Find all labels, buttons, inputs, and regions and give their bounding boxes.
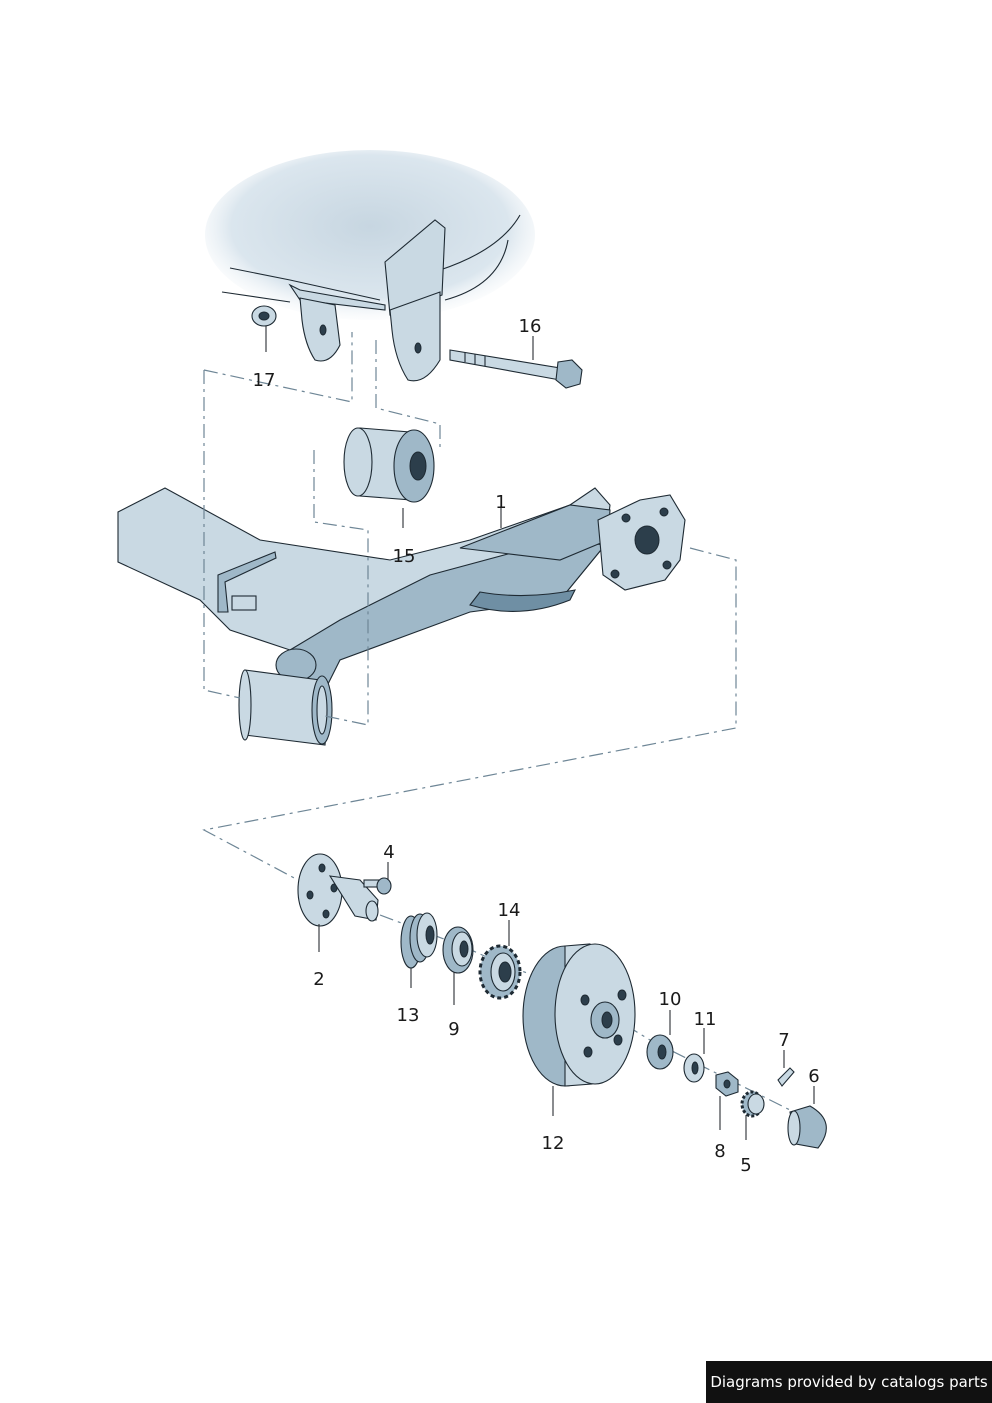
stub-axle-2[interactable] (297, 853, 379, 927)
callout-11[interactable]: 11 (694, 1009, 717, 1030)
callout-6[interactable]: 6 (808, 1066, 819, 1087)
callout-16[interactable]: 16 (519, 316, 542, 337)
split-pin-7[interactable] (777, 1067, 795, 1087)
attribution-footer: Diagrams provided by catalogs parts (706, 1361, 992, 1403)
rear-axle-beam-1[interactable] (117, 487, 686, 746)
hex-bolt-16[interactable] (449, 349, 583, 389)
hex-nut-8[interactable] (715, 1071, 739, 1097)
hex-nut-17[interactable] (251, 305, 277, 327)
grease-cap-6[interactable] (787, 1105, 827, 1149)
callout-1[interactable]: 1 (495, 492, 506, 513)
sensor-ring-14[interactable] (478, 944, 522, 1000)
lock-cap-5[interactable] (740, 1090, 765, 1118)
callout-2[interactable]: 2 (313, 969, 324, 990)
callout-14[interactable]: 14 (498, 900, 521, 921)
callout-12[interactable]: 12 (542, 1133, 565, 1154)
thrust-washer-11[interactable] (683, 1053, 705, 1083)
callout-8[interactable]: 8 (714, 1141, 725, 1162)
bearing-9[interactable] (442, 926, 474, 974)
callout-15[interactable]: 15 (393, 546, 416, 567)
callout-5[interactable]: 5 (740, 1155, 751, 1176)
body-mounting-bracket (205, 150, 535, 382)
callout-10[interactable]: 10 (659, 989, 682, 1010)
assembly-lines (202, 332, 791, 1111)
callout-4[interactable]: 4 (383, 842, 394, 863)
brake-drum-12[interactable] (522, 943, 636, 1087)
bearing-10[interactable] (646, 1034, 674, 1070)
rubber-bush-15[interactable] (343, 427, 435, 503)
small-bolt-4[interactable] (363, 877, 392, 895)
callout-9[interactable]: 9 (448, 1019, 459, 1040)
callout-17[interactable]: 17 (253, 370, 276, 391)
leader-lines (265, 326, 815, 1140)
bearing-13[interactable] (400, 912, 438, 969)
callout-labels: 1 2 4 5 6 7 8 9 10 11 12 13 14 15 16 17 (253, 316, 820, 1176)
callout-7[interactable]: 7 (778, 1030, 789, 1051)
callout-13[interactable]: 13 (397, 1005, 420, 1026)
